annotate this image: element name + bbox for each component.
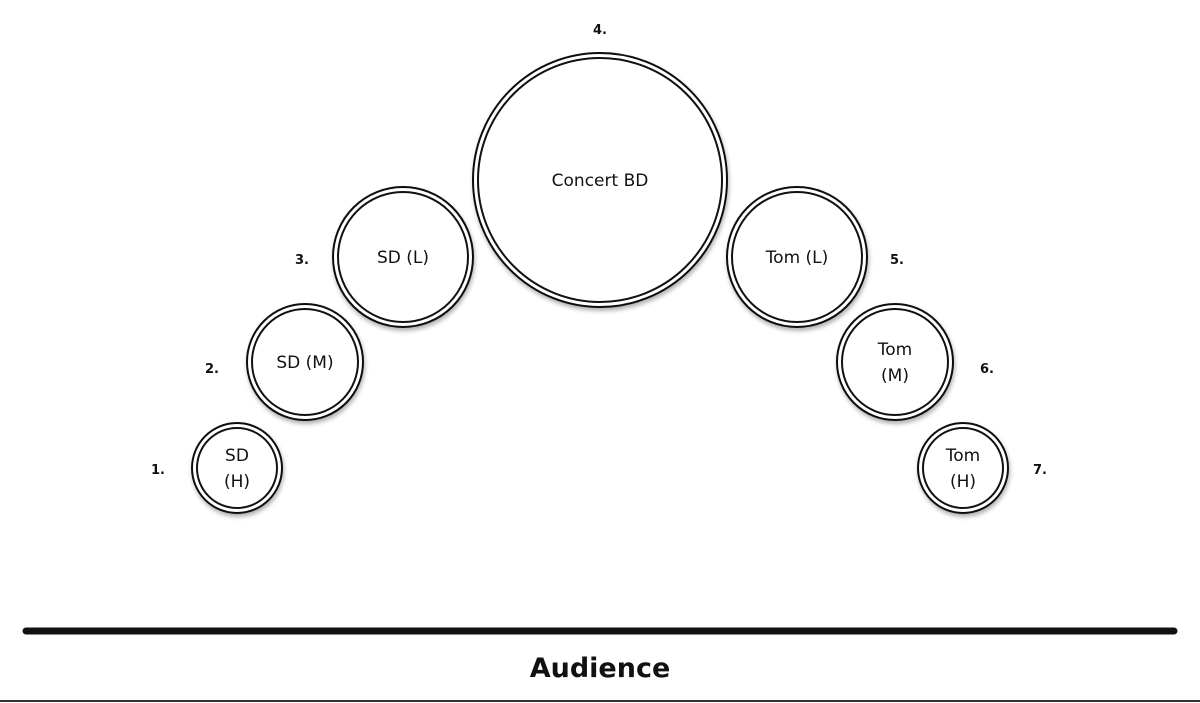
drum-number: 4. bbox=[593, 23, 607, 38]
drum-inner-ring bbox=[477, 57, 723, 303]
audience-label: Audience bbox=[530, 653, 671, 684]
drum-4: Concert BD 4. bbox=[472, 23, 728, 308]
drum-inner-ring bbox=[922, 427, 1004, 509]
drum-label: Concert BD bbox=[552, 171, 649, 191]
drum-inner-ring bbox=[841, 308, 949, 416]
drum-1: SD (H) 1. bbox=[151, 422, 283, 514]
drum-label: (H) bbox=[950, 472, 976, 492]
drum-label: Tom bbox=[877, 340, 912, 360]
drum-inner-ring bbox=[337, 191, 469, 323]
drum-label: (M) bbox=[881, 366, 909, 386]
drum-inner-ring bbox=[251, 308, 359, 416]
drum-2: SD (M) 2. bbox=[205, 303, 364, 421]
drum-3: SD (L) 3. bbox=[295, 186, 474, 328]
drum-label: Tom bbox=[945, 446, 980, 466]
drum-label: (H) bbox=[224, 472, 250, 492]
drum-label: SD bbox=[225, 446, 249, 466]
drum-number: 5. bbox=[890, 253, 904, 268]
drum-number: 2. bbox=[205, 362, 219, 377]
drum-inner-ring bbox=[196, 427, 278, 509]
drum-6: Tom (M) 6. bbox=[836, 303, 994, 421]
drum-7: Tom (H) 7. bbox=[917, 422, 1047, 514]
drum-number: 3. bbox=[295, 253, 309, 268]
drum-number: 7. bbox=[1033, 463, 1047, 478]
drum-label: SD (M) bbox=[276, 353, 333, 373]
drum-label: Tom (L) bbox=[765, 248, 829, 268]
drum-label: SD (L) bbox=[377, 248, 429, 268]
drum-inner-ring bbox=[731, 191, 863, 323]
drum-5: Tom (L) 5. bbox=[726, 186, 904, 328]
drum-number: 1. bbox=[151, 463, 165, 478]
drum-number: 6. bbox=[980, 362, 994, 377]
